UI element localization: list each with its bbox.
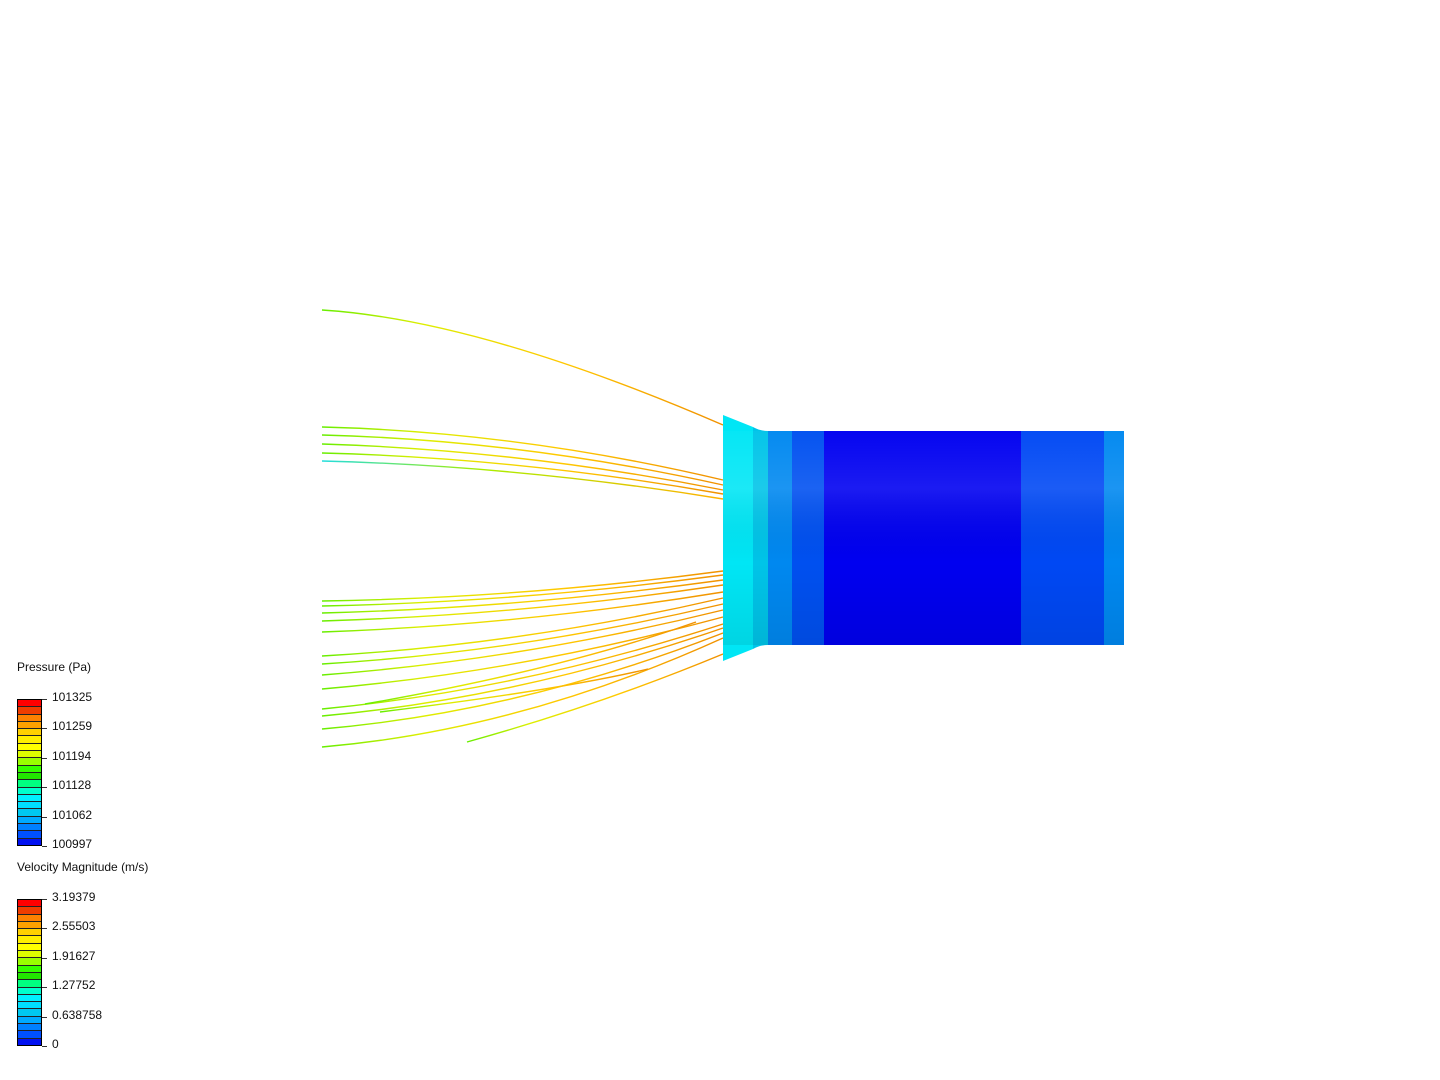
color-swatch bbox=[18, 951, 41, 959]
tick-label: 101062 bbox=[52, 807, 93, 822]
tick-mark bbox=[42, 699, 47, 700]
streamline bbox=[321, 632, 724, 730]
color-swatch bbox=[18, 1024, 41, 1032]
legend-title: Velocity Magnitude (m/s) bbox=[17, 860, 149, 874]
streamline bbox=[321, 597, 724, 657]
tick-label: 1.27752 bbox=[52, 978, 96, 993]
streamline bbox=[321, 603, 724, 665]
tick-label: 101128 bbox=[52, 778, 92, 793]
color-swatch bbox=[18, 816, 41, 825]
color-swatch bbox=[18, 831, 41, 839]
tick-mark bbox=[42, 1016, 47, 1018]
color-swatch bbox=[18, 700, 41, 708]
streamline bbox=[321, 443, 724, 491]
tick-mark bbox=[42, 787, 47, 789]
color-swatch bbox=[18, 1009, 41, 1017]
color-swatch bbox=[18, 707, 41, 715]
color-swatch bbox=[18, 794, 41, 803]
color-swatch bbox=[18, 936, 41, 944]
streamlines bbox=[321, 309, 724, 748]
tick-label: 2.55503 bbox=[52, 919, 96, 934]
streamline bbox=[321, 309, 724, 426]
color-swatch bbox=[18, 1038, 41, 1045]
color-swatch bbox=[18, 914, 41, 922]
tick-mark bbox=[42, 816, 47, 818]
streamline bbox=[466, 653, 724, 743]
color-swatch bbox=[18, 929, 41, 937]
color-swatch bbox=[18, 980, 41, 988]
color-swatch bbox=[18, 714, 41, 722]
color-swatch bbox=[18, 1002, 41, 1010]
tick-mark bbox=[42, 757, 47, 759]
color-swatch bbox=[18, 958, 41, 966]
color-bar bbox=[17, 899, 42, 1046]
tick-label: 101325 bbox=[52, 690, 93, 704]
color-swatch bbox=[18, 809, 41, 817]
tick-label: 3.19379 bbox=[52, 890, 96, 904]
tick-mark bbox=[42, 957, 47, 959]
tick-label: 101194 bbox=[52, 748, 92, 763]
color-swatch bbox=[18, 765, 41, 773]
streamline bbox=[321, 426, 724, 481]
tick-mark bbox=[42, 987, 47, 989]
color-swatch bbox=[18, 824, 41, 832]
streamline bbox=[321, 574, 724, 607]
color-swatch bbox=[18, 943, 41, 952]
streamline bbox=[321, 584, 724, 622]
color-swatch bbox=[18, 751, 41, 759]
streamline bbox=[321, 623, 724, 710]
tick-mark bbox=[42, 846, 47, 847]
tick-label: 0 bbox=[52, 1037, 59, 1051]
color-swatch bbox=[18, 772, 41, 781]
color-swatch bbox=[18, 1016, 41, 1025]
color-swatch bbox=[18, 802, 41, 810]
streamline bbox=[321, 579, 724, 614]
pipe-geometry bbox=[723, 415, 1124, 661]
color-swatch bbox=[18, 736, 41, 744]
tick-mark bbox=[42, 928, 47, 930]
color-swatch bbox=[18, 743, 41, 752]
color-swatch bbox=[18, 972, 41, 981]
streamline bbox=[321, 434, 724, 486]
color-swatch bbox=[18, 838, 41, 845]
color-swatch bbox=[18, 721, 41, 730]
streamline bbox=[321, 460, 724, 500]
color-swatch bbox=[18, 921, 41, 930]
streamline bbox=[321, 637, 724, 748]
tick-mark bbox=[42, 899, 47, 900]
tick-mark bbox=[42, 1046, 47, 1047]
tick-label: 1.91627 bbox=[52, 948, 96, 963]
streamline bbox=[379, 668, 649, 713]
color-swatch bbox=[18, 900, 41, 908]
streamline bbox=[321, 627, 724, 717]
streamline bbox=[321, 570, 724, 602]
tick-label: 101259 bbox=[52, 719, 93, 734]
color-swatch bbox=[18, 787, 41, 795]
color-bar bbox=[17, 699, 42, 846]
streamline bbox=[321, 452, 724, 495]
tick-label: 100997 bbox=[52, 837, 93, 851]
streamline bbox=[321, 591, 724, 633]
color-swatch bbox=[18, 758, 41, 766]
streamline bbox=[321, 609, 724, 676]
tick-label: 0.638758 bbox=[52, 1007, 103, 1022]
color-swatch bbox=[18, 729, 41, 737]
legend-title: Pressure (Pa) bbox=[17, 660, 92, 674]
tick-mark bbox=[42, 728, 47, 730]
streamline bbox=[364, 621, 697, 705]
color-swatch bbox=[18, 907, 41, 915]
color-swatch bbox=[18, 987, 41, 995]
color-swatch bbox=[18, 1031, 41, 1039]
color-swatch bbox=[18, 780, 41, 788]
color-swatch bbox=[18, 994, 41, 1003]
color-swatch bbox=[18, 965, 41, 973]
